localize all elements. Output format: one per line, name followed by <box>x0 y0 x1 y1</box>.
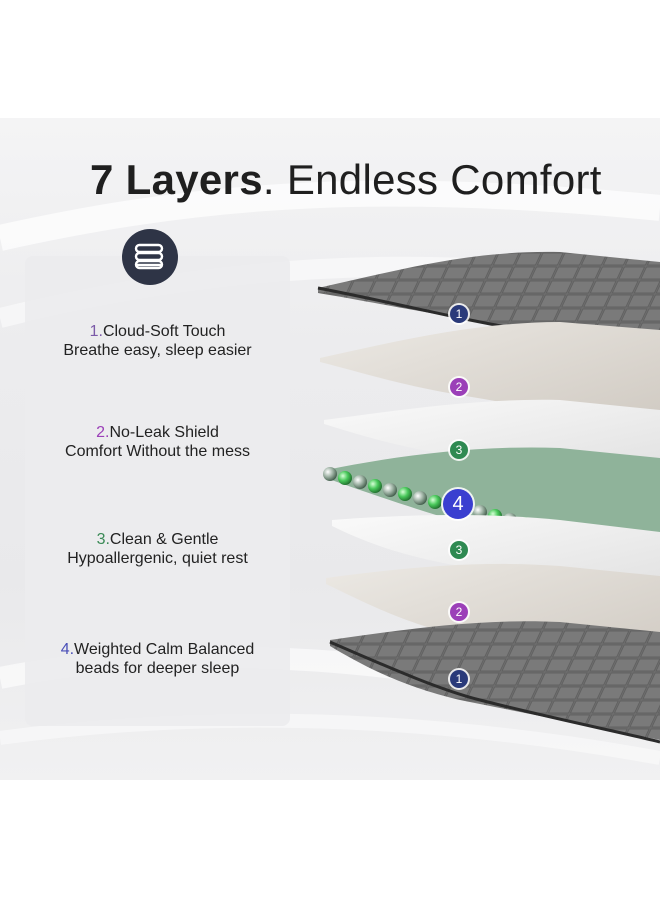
layer-bottom-quilt <box>330 621 660 740</box>
feature-cloud-soft: 1.Cloud-Soft Touch Breathe easy, sleep e… <box>25 322 290 360</box>
feature-number: 3. <box>96 531 110 548</box>
feature-title: No-Leak Shield <box>109 424 219 441</box>
features-panel <box>25 256 290 726</box>
feature-subtitle: Breathe easy, sleep easier <box>63 342 252 359</box>
layer-marker-3-bottom: 3 <box>450 541 468 559</box>
feature-title: Clean & Gentle <box>109 531 219 548</box>
feature-number: 2. <box>96 424 110 441</box>
feature-subtitle: Comfort Without the mess <box>65 443 250 460</box>
feature-number: 1. <box>89 323 103 340</box>
feature-weighted-calm: 4.Weighted Calm Balanced beads for deepe… <box>25 640 290 678</box>
title-rest: . Endless Comfort <box>262 156 602 203</box>
feature-number: 4. <box>60 641 75 658</box>
layer-marker-4: 4 <box>443 489 473 519</box>
title-bold: 7 Layers <box>90 156 263 203</box>
layer-marker-1-bottom: 1 <box>450 670 468 688</box>
feature-no-leak: 2.No-Leak Shield Comfort Without the mes… <box>25 423 290 461</box>
blanket-icon <box>122 229 178 285</box>
feature-title: Cloud-Soft Touch <box>102 323 226 340</box>
layer-marker-3-top: 3 <box>450 441 468 459</box>
layer-marker-2-top: 2 <box>450 378 468 396</box>
feature-clean-gentle: 3.Clean & Gentle Hypoallergenic, quiet r… <box>25 530 290 568</box>
feature-subtitle: Hypoallergenic, quiet rest <box>67 550 248 567</box>
layer-marker-1-top: 1 <box>450 305 468 323</box>
page-title: 7 Layers. Endless Comfort <box>90 156 602 204</box>
feature-subtitle: beads for deeper sleep <box>75 660 240 677</box>
layer-marker-2-bottom: 2 <box>450 603 468 621</box>
feature-title: Weighted Calm Balanced <box>74 641 255 658</box>
